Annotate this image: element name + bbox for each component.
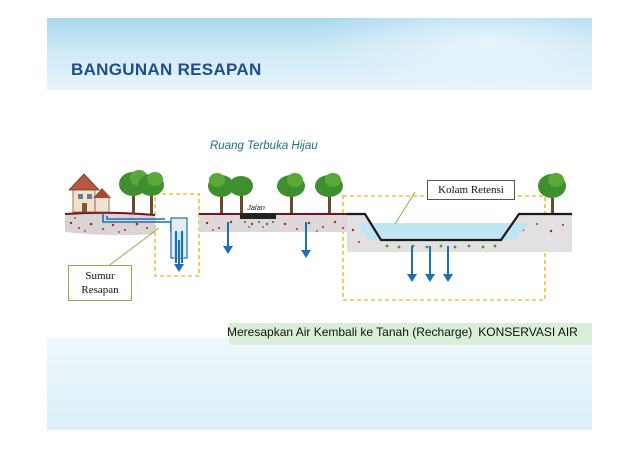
ground-line-left	[64, 211, 156, 216]
house-illustration	[68, 173, 111, 213]
arrow-pond-3	[443, 246, 453, 282]
slide-title: BANGUNAN RESAPAN	[71, 60, 262, 79]
tree-7	[538, 173, 566, 214]
header-band	[47, 18, 592, 90]
label-sumur-line2: Resapan	[81, 284, 119, 296]
arrow-pond-1	[407, 246, 417, 282]
arrow-middle-2	[301, 222, 311, 258]
recharge-diagram	[64, 170, 572, 301]
pond-outline	[347, 212, 572, 242]
slide: BANGUNAN RESAPAN	[47, 18, 592, 430]
soil-speckles-left	[69, 217, 148, 233]
tree-5	[277, 173, 305, 214]
label-ruang-terbuka-hijau: Ruang Terbuka Hijau	[210, 140, 318, 152]
pond-water	[357, 223, 529, 240]
caption-bar	[229, 323, 592, 345]
tree-group	[119, 170, 566, 214]
label-jalan: Jalan	[247, 203, 265, 212]
road-gravel	[244, 221, 274, 228]
soil-speckles-middle	[205, 220, 344, 232]
pond-grass	[385, 244, 497, 249]
soil-left	[65, 212, 155, 236]
leader-line-kolam	[394, 191, 416, 225]
arrow-middle-1	[223, 222, 233, 254]
road	[240, 213, 276, 219]
caption: Meresapkan Air Kembali ke Tanah (Recharg…	[227, 325, 592, 339]
tree-3	[208, 173, 234, 214]
bottom-band	[47, 338, 592, 430]
label-sumur-line1: Sumur	[85, 270, 115, 282]
leader-line-sumur	[102, 227, 160, 271]
tree-6	[315, 173, 343, 214]
caption-konservasi: KONSERVASI AIR	[478, 325, 578, 339]
label-sumur-resapan: Sumur Resapan	[68, 265, 132, 301]
tree-2	[138, 172, 164, 214]
caption-recharge: Meresapkan Air Kembali ke Tanah (Recharg…	[227, 325, 473, 339]
tree-4	[229, 176, 253, 214]
sumur-dashed-box	[154, 193, 200, 277]
well-arrow	[174, 240, 184, 272]
label-kolam-retensi: Kolam Retensi	[427, 180, 515, 200]
arrow-pond-2	[425, 246, 435, 282]
